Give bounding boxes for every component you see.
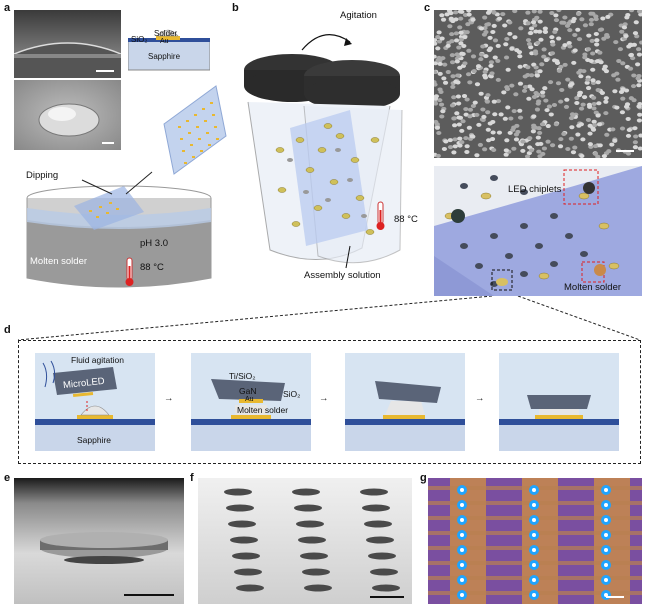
panel-b-letter: b bbox=[232, 2, 239, 14]
panel-a-beaker bbox=[14, 150, 224, 300]
panel-a-inset-schematic bbox=[128, 28, 210, 72]
panel-a-sem-dome-view bbox=[14, 80, 121, 150]
ti-sio2-label: Ti/SiO₂ bbox=[229, 371, 256, 381]
assembly-solution-label: Assembly solution bbox=[304, 270, 381, 281]
molten-solder-label-d: Molten solder bbox=[237, 405, 289, 415]
panel-d-frame: Fluid agitation MicroLED Sapphire → Ti/S… bbox=[18, 340, 641, 464]
panel-g-emission-photo bbox=[428, 478, 642, 604]
sio2-label-d: SiO₂ bbox=[283, 389, 301, 399]
panel-c-letter: c bbox=[424, 2, 431, 14]
sapphire-label-d: Sapphire bbox=[77, 435, 112, 445]
step-1 bbox=[35, 353, 155, 451]
panel-d-zoom-lines bbox=[17, 296, 641, 340]
panel-c-schematic bbox=[434, 166, 642, 296]
temp-label-b: 88 °C bbox=[394, 214, 418, 225]
panel-b-vial bbox=[240, 10, 430, 300]
panel-f-sem-array bbox=[198, 478, 412, 604]
step-2 bbox=[191, 353, 311, 451]
molten-solder-label-c: Molten solder bbox=[564, 282, 622, 293]
agitation-label: Agitation bbox=[340, 10, 377, 21]
panel-a-substrate bbox=[158, 84, 228, 178]
inset-sapphire-label: Sapphire bbox=[148, 52, 181, 61]
ph-label: pH 3.0 bbox=[140, 238, 168, 249]
step-4 bbox=[499, 353, 619, 451]
panel-a-letter: a bbox=[4, 2, 11, 14]
panel-f-letter: f bbox=[190, 472, 194, 484]
au-label-d: Au bbox=[245, 396, 254, 403]
fluid-agitation-label: Fluid agitation bbox=[71, 355, 124, 365]
molten-solder-label-a: Molten solder bbox=[30, 256, 88, 267]
panel-c-sem-image bbox=[434, 10, 642, 158]
inset-solder-label: Solder bbox=[154, 29, 178, 38]
panel-d-letter: d bbox=[4, 324, 11, 336]
arrow-3: → bbox=[475, 393, 485, 404]
panel-a-sem-side-view bbox=[14, 10, 121, 78]
panel-e-sem-image bbox=[14, 478, 184, 604]
led-chiplets-label: LED chiplets bbox=[508, 184, 562, 195]
dipping-label: Dipping bbox=[26, 170, 59, 181]
inset-au-label: Au bbox=[160, 38, 169, 45]
panel-e-letter: e bbox=[4, 472, 11, 484]
inset-sio2-label: SiO₂ bbox=[131, 35, 148, 44]
step-3 bbox=[345, 353, 465, 451]
temp-label-a: 88 °C bbox=[140, 262, 164, 273]
gan-label: GaN bbox=[239, 386, 257, 396]
arrow-1: → bbox=[164, 393, 174, 404]
panel-g-letter: g bbox=[420, 472, 427, 484]
arrow-2: → bbox=[319, 393, 329, 404]
